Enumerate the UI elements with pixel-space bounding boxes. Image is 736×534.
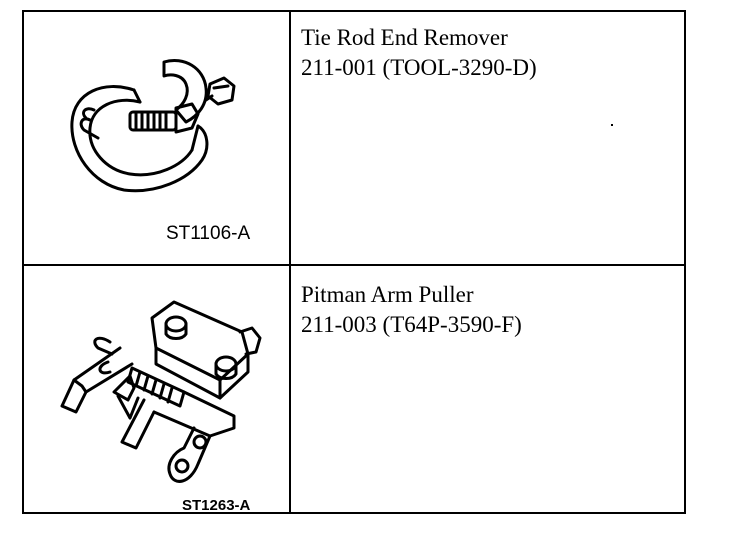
- tie-rod-end-remover-icon: [70, 59, 236, 193]
- tool-number: 211-001 (TOOL-3290-D): [301, 55, 537, 80]
- figure-id: ST1106-A: [166, 223, 251, 244]
- tool-name: Tie Rod End Remover: [301, 25, 508, 50]
- column-divider: [289, 12, 291, 512]
- tool-illustration-cell: ST1263-A: [24, 266, 289, 514]
- tool-description-cell: Tie Rod End Remover 211-001 (TOOL-3290-D…: [291, 12, 684, 264]
- pitman-arm-puller-icon: [60, 300, 262, 483]
- figure-id: ST1263-A: [182, 497, 251, 514]
- tool-illustration-cell: ST1106-A: [24, 12, 289, 264]
- row-divider: [24, 264, 684, 266]
- tool-name: Pitman Arm Puller: [301, 282, 474, 307]
- scan-speck: [611, 124, 613, 126]
- special-tools-table: ST1106-A Tie Rod End Remover 211-001 (TO…: [22, 10, 686, 514]
- tool-description-cell: Pitman Arm Puller 211-003 (T64P-3590-F): [291, 266, 684, 512]
- tool-number: 211-003 (T64P-3590-F): [301, 312, 522, 337]
